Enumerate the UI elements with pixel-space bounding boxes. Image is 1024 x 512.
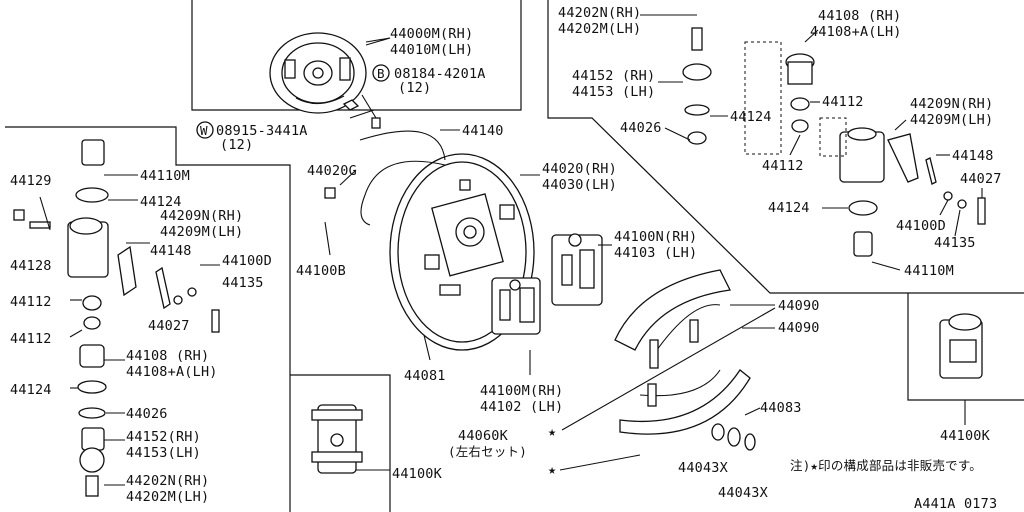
footnote-not-for-sale: 注)★印の構成部品は非販売です。 [790,458,982,473]
label-right-44026: 44026 [620,120,662,136]
circled-letter-b: B [372,64,390,82]
label-44083: 44083 [760,400,802,416]
label-left-44209m: 44209M(LH) [160,224,243,240]
label-right-44209n: 44209N(RH) [910,96,993,112]
wheel-cylinder-kit-right [939,313,983,379]
label-left-44202m: 44202M(LH) [126,489,209,505]
star-marker-b: ★ [548,462,556,478]
label-right-44153: 44153 (LH) [572,84,655,100]
label-right-44148: 44148 [952,148,994,164]
label-right-44152: 44152 (RH) [572,68,655,84]
label-right-44110m: 44110M [904,263,954,279]
label-right-44108: 44108 (RH) [818,8,901,24]
label-right-44124b: 44124 [768,200,810,216]
label-left-44112b: 44112 [10,331,52,347]
label-left-44209n: 44209N(RH) [160,208,243,224]
label-44090-a: 44090 [778,298,820,314]
label-44100k-left: 44100K [392,466,443,482]
label-44100b: 44100B [296,263,346,279]
label-44020g: 44020G [307,163,357,179]
label-left-44148: 44148 [150,243,192,259]
label-44100n: 44100N(RH) [614,229,697,245]
wheel-cylinder-center [491,277,541,335]
backing-plate-top [269,32,391,129]
label-44090-b: 44090 [778,320,820,336]
star-marker-a: ★ [548,424,556,440]
label-right-44135: 44135 [934,235,976,251]
label-left-44108: 44108 (RH) [126,348,209,364]
frame-lines [5,0,1024,512]
label-left-44202n: 44202N(RH) [126,473,209,489]
label-left-44100d: 44100D [222,253,272,269]
circle-w-letter: W [200,123,208,138]
label-left-44112a: 44112 [10,294,52,310]
diagram-code: A441A 0173 [914,496,997,512]
label-left-44135: 44135 [222,275,264,291]
label-right-44027: 44027 [960,171,1002,187]
label-right-44124a: 44124 [730,109,772,125]
label-right-44112b: 44112 [762,158,804,174]
label-right-44202n: 44202N(RH) [558,5,641,21]
label-08184: 08184-4201A [394,66,486,82]
label-right-44209m: 44209M(LH) [910,112,993,128]
label-left-44124b: 44124 [10,382,52,398]
label-44100m: 44100M(RH) [480,383,563,399]
circled-letter-w: W [196,121,214,139]
label-qty-12a: (12) [398,80,431,96]
label-44043x-b: 44043X [718,485,768,501]
label-left-44110m: 44110M [140,168,190,184]
circle-b-letter: B [377,66,385,81]
label-left-44108a: 44108+A(LH) [126,364,218,380]
label-left-44128: 44128 [10,258,52,274]
label-44030: 44030(LH) [542,177,617,193]
label-left-44152: 44152(RH) [126,429,201,445]
label-right-44108a: 44108+A(LH) [810,24,902,40]
label-44043x-a: 44043X [678,460,728,476]
right-parts-stack [682,27,986,257]
spring-clips [711,423,756,451]
label-44102: 44102 (LH) [480,399,563,415]
label-44103: 44103 (LH) [614,245,697,261]
label-08915: 08915-3441A [216,123,308,139]
label-44010m: 44010M(LH) [390,42,473,58]
label-44081: 44081 [404,368,446,384]
label-left-44026: 44026 [126,406,168,422]
label-44140: 44140 [462,123,504,139]
label-right-44112a: 44112 [822,94,864,110]
label-left-44129: 44129 [10,173,52,189]
left-parts-stack [13,139,220,497]
label-left-44153: 44153(LH) [126,445,201,461]
wheel-cylinder-right-center [551,233,603,306]
label-right-44202m: 44202M(LH) [558,21,641,37]
label-44000m: 44000M(RH) [390,26,473,42]
label-left-44124a: 44124 [140,194,182,210]
label-44020: 44020(RH) [542,161,617,177]
label-qty-12b: (12) [220,137,253,153]
label-left-44027: 44027 [148,318,190,334]
label-44060k: 44060K [458,428,509,444]
brake-shoes [614,269,751,435]
leader-lines [39,14,983,486]
wheel-cylinder-kit-bottom [311,404,363,474]
label-right-44100d: 44100D [896,218,946,234]
label-kit-note: (左右セット) [448,444,527,459]
label-44100k-right: 44100K [940,428,991,444]
